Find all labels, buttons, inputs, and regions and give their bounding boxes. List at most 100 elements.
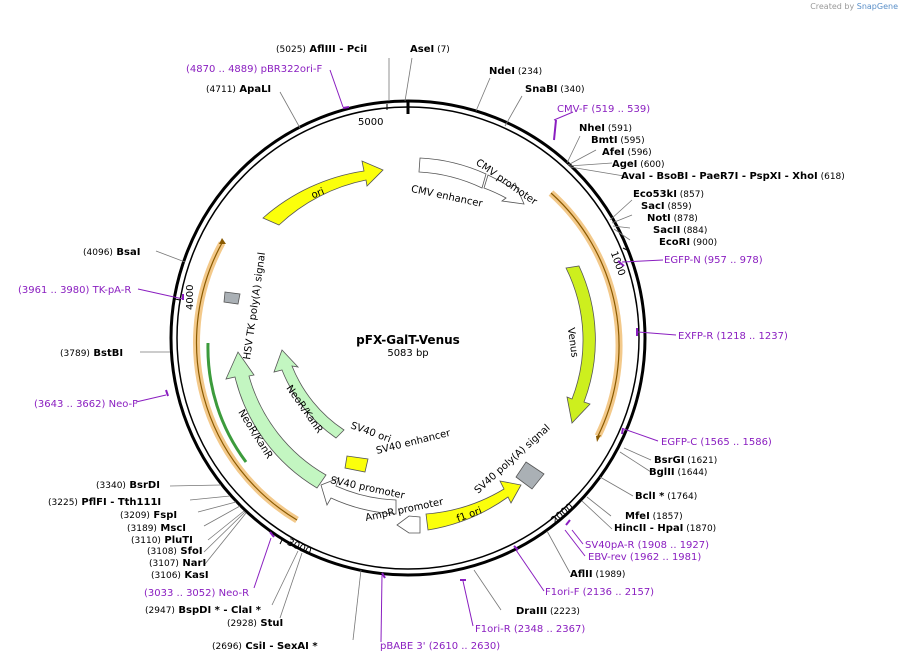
site-label-26: (3340) BsrDI: [96, 480, 160, 491]
site-label-15: SacII (884): [653, 225, 707, 236]
annotation-part: BmtI: [591, 135, 618, 146]
annotation-part: NdeI: [489, 66, 515, 77]
annotation-part: BsrGI: [654, 455, 684, 466]
annotation-part: (1989): [593, 570, 626, 580]
site-label-7: NheI (591): [579, 123, 632, 134]
annotation-part: StuI: [257, 618, 283, 629]
feature-neor-kanr-outer[interactable]: [225, 351, 327, 489]
annotation-part: - SexAI *: [266, 641, 318, 652]
primer-label-20: EXFP-R (1218 .. 1237): [678, 331, 788, 342]
annotation-part: SV40pA-R: [585, 540, 634, 551]
annotation-part: AflIII: [306, 44, 336, 55]
feature-sv40-ori[interactable]: [344, 455, 369, 473]
annotation-part: SacII: [653, 225, 680, 236]
orf-arc-venus-line: [550, 192, 620, 437]
label-venus: Venus: [565, 327, 580, 358]
feature-hsv-tk-polya[interactable]: [223, 291, 241, 305]
annotation-part: AvaI: [621, 171, 645, 182]
primer-label-22: (3643 .. 3662) Neo-F: [34, 399, 138, 410]
site-label-8: BmtI (595): [591, 135, 645, 146]
site-label-43: DraIII (2223): [516, 606, 580, 617]
primer-label-47: pBABE 3' (2610 .. 2630): [380, 641, 500, 652]
site-label-10: AgeI (600): [612, 159, 664, 170]
annotation-part: NarI: [179, 558, 206, 569]
primer-label-41: F1ori-F (2136 .. 2157): [545, 587, 654, 598]
primer-label-34: SV40pA-R (1908 .. 1927): [585, 540, 709, 551]
annotation-part: (2696): [212, 642, 242, 652]
annotation-part: (5025): [276, 45, 306, 55]
annotation-part: EXFP-R: [678, 331, 713, 342]
annotation-part: SnaBI: [525, 84, 557, 95]
feature-venus[interactable]: [565, 265, 596, 424]
annotation-part: (3106): [151, 571, 181, 581]
annotation-part: (3789): [60, 349, 90, 359]
annotation-part: (600): [637, 160, 664, 170]
orf-arc-neo-inner: [206, 342, 248, 463]
site-label-38: (3106) KasI: [151, 570, 209, 581]
site-label-21: (3789) BstBI: [60, 348, 123, 359]
site-label-24: BsrGI (1621): [654, 455, 717, 466]
annotation-part: Neo-F: [105, 399, 138, 410]
annotation-part: - XhoI: [781, 171, 818, 182]
tick-2000: 2000: [549, 502, 576, 527]
annotation-part: - HpaI: [646, 523, 683, 534]
annotation-part: pBR322ori-F: [257, 64, 322, 75]
site-label-17: (4096) BsaI: [83, 247, 140, 258]
site-label-39: AflII (1989): [570, 569, 625, 580]
feature-sv40-polya[interactable]: [515, 461, 545, 490]
annotation-part: F1ori-F: [545, 587, 580, 598]
annotation-part: (2136 .. 2157): [579, 587, 654, 598]
site-label-27: BclI * (1764): [635, 491, 697, 502]
feature-ampr-promoter[interactable]: [396, 515, 421, 534]
site-label-5: SnaBI (340): [525, 84, 584, 95]
annotation-part: (957 .. 978): [701, 255, 763, 266]
annotation-part: - PspXI: [738, 171, 781, 182]
annotation-part: ApaLI: [236, 84, 271, 95]
annotation-part: pBABE 3': [380, 641, 426, 652]
annotation-part: - PaeR7I: [688, 171, 738, 182]
annotation-part: (519 .. 539): [588, 104, 650, 115]
annotation-part: EBV-rev: [588, 552, 627, 563]
annotation-part: EGFP-C: [661, 437, 697, 448]
annotation-part: NotI: [647, 213, 671, 224]
annotation-part: MscI: [157, 523, 186, 534]
annotation-part: CsiI: [242, 641, 266, 652]
annotation-part: PflFI: [78, 497, 107, 508]
annotation-part: (1857): [650, 512, 683, 522]
annotation-part: (1870): [683, 524, 716, 534]
annotation-part: MfeI: [625, 511, 650, 522]
feature-cmv-promoter[interactable]: [483, 174, 525, 205]
feature-neor-kanr-inner[interactable]: [273, 349, 345, 439]
site-label-30: MfeI (1857): [625, 511, 683, 522]
tick-3000: 3000: [285, 537, 313, 558]
primer-label-45: F1ori-R (2348 .. 2367): [475, 624, 585, 635]
primer-label-23: EGFP-C (1565 .. 1586): [661, 437, 772, 448]
annotation-part: (3340): [96, 481, 126, 491]
primer-label-19: (3961 .. 3980) TK-pA-R: [18, 285, 131, 296]
annotation-part: (3961 .. 3980): [18, 285, 90, 296]
annotation-part: - PciI: [336, 44, 368, 55]
annotation-part: (596): [625, 148, 652, 158]
site-label-1: AseI (7): [410, 44, 450, 55]
site-label-12: Eco53kI (857): [633, 189, 704, 200]
orf-arrow-venus: [596, 435, 601, 442]
site-label-3: NdeI (234): [489, 66, 542, 77]
annotation-part: (878): [671, 214, 698, 224]
annotation-part: HincII: [614, 523, 646, 534]
annotation-part: (3107): [149, 559, 179, 569]
annotation-part: (857): [677, 190, 704, 200]
feature-f1-ori[interactable]: [425, 480, 522, 531]
feature-ori[interactable]: [262, 160, 384, 226]
annotation-part: Neo-R: [215, 588, 249, 599]
annotation-part: (2928): [227, 619, 257, 629]
feature-cmv-enhancer[interactable]: [418, 157, 487, 189]
primer-label-40: (3033 .. 3052) Neo-R: [144, 588, 249, 599]
annotation-part: CMV-F: [557, 104, 588, 115]
feature-sv40-promoter[interactable]: [320, 477, 397, 515]
annotation-part: AflII: [570, 569, 593, 580]
annotation-part: - Tth111I: [107, 497, 161, 508]
annotation-part: (3225): [48, 498, 78, 508]
annotation-part: BclI *: [635, 491, 665, 502]
